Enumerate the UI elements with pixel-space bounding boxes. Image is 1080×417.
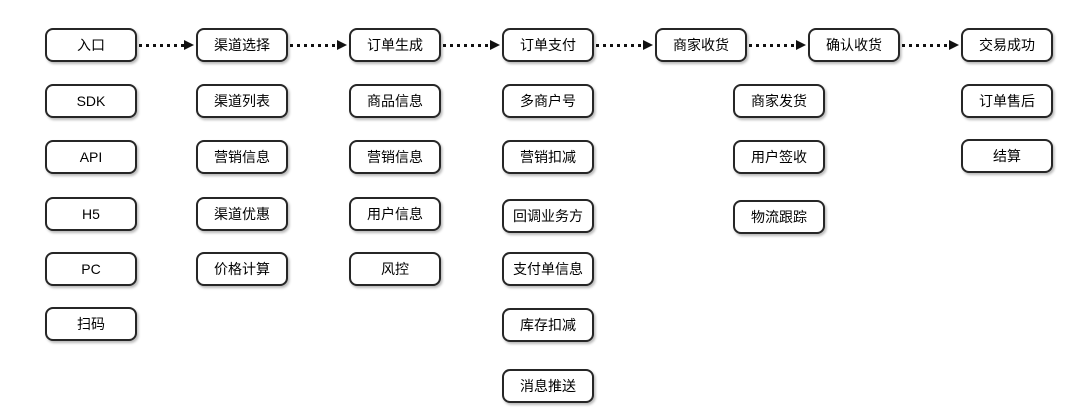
- item-message-push: 消息推送: [502, 369, 594, 403]
- arrow-head-icon: [643, 40, 653, 50]
- item-sdk: SDK: [45, 84, 137, 118]
- stage-channel-select: 渠道选择: [196, 28, 288, 62]
- item-h5: H5: [45, 197, 137, 231]
- item-channel-list: 渠道列表: [196, 84, 288, 118]
- flow-arrow-5: [749, 40, 806, 51]
- arrow-head-icon: [337, 40, 347, 50]
- item-merchant-ship: 商家发货: [733, 84, 825, 118]
- stage-order-pay: 订单支付: [502, 28, 594, 62]
- arrow-head-icon: [949, 40, 959, 50]
- item-product-info: 商品信息: [349, 84, 441, 118]
- item-price-calc: 价格计算: [196, 252, 288, 286]
- item-pc: PC: [45, 252, 137, 286]
- arrow-head-icon: [490, 40, 500, 50]
- item-risk-control: 风控: [349, 252, 441, 286]
- item-payment-info: 支付单信息: [502, 252, 594, 286]
- arrow-line: [596, 44, 645, 47]
- item-callback-business: 回调业务方: [502, 199, 594, 233]
- stage-order-create: 订单生成: [349, 28, 441, 62]
- stage-entry: 入口: [45, 28, 137, 62]
- item-settlement: 结算: [961, 139, 1053, 173]
- item-marketing-deduct: 营销扣减: [502, 140, 594, 174]
- stage-trade-success: 交易成功: [961, 28, 1053, 62]
- flow-arrow-2: [290, 40, 347, 51]
- item-marketing-info: 营销信息: [196, 140, 288, 174]
- item-scan-code: 扫码: [45, 307, 137, 341]
- stage-confirm-receipt: 确认收货: [808, 28, 900, 62]
- flow-arrow-1: [139, 40, 194, 51]
- item-marketing-info-2: 营销信息: [349, 140, 441, 174]
- arrow-line: [139, 44, 186, 47]
- item-api: API: [45, 140, 137, 174]
- arrow-head-icon: [796, 40, 806, 50]
- arrow-head-icon: [184, 40, 194, 50]
- item-user-sign: 用户签收: [733, 140, 825, 174]
- item-channel-discount: 渠道优惠: [196, 197, 288, 231]
- item-order-aftersale: 订单售后: [961, 84, 1053, 118]
- item-multi-merchant: 多商户号: [502, 84, 594, 118]
- item-inventory-deduct: 库存扣减: [502, 308, 594, 342]
- item-logistics-track: 物流跟踪: [733, 200, 825, 234]
- item-user-info: 用户信息: [349, 197, 441, 231]
- stage-merchant-receive: 商家收货: [655, 28, 747, 62]
- arrow-line: [902, 44, 951, 47]
- flow-arrow-4: [596, 40, 653, 51]
- arrow-line: [749, 44, 798, 47]
- flow-arrow-6: [902, 40, 959, 51]
- arrow-line: [443, 44, 492, 47]
- arrow-line: [290, 44, 339, 47]
- flow-arrow-3: [443, 40, 500, 51]
